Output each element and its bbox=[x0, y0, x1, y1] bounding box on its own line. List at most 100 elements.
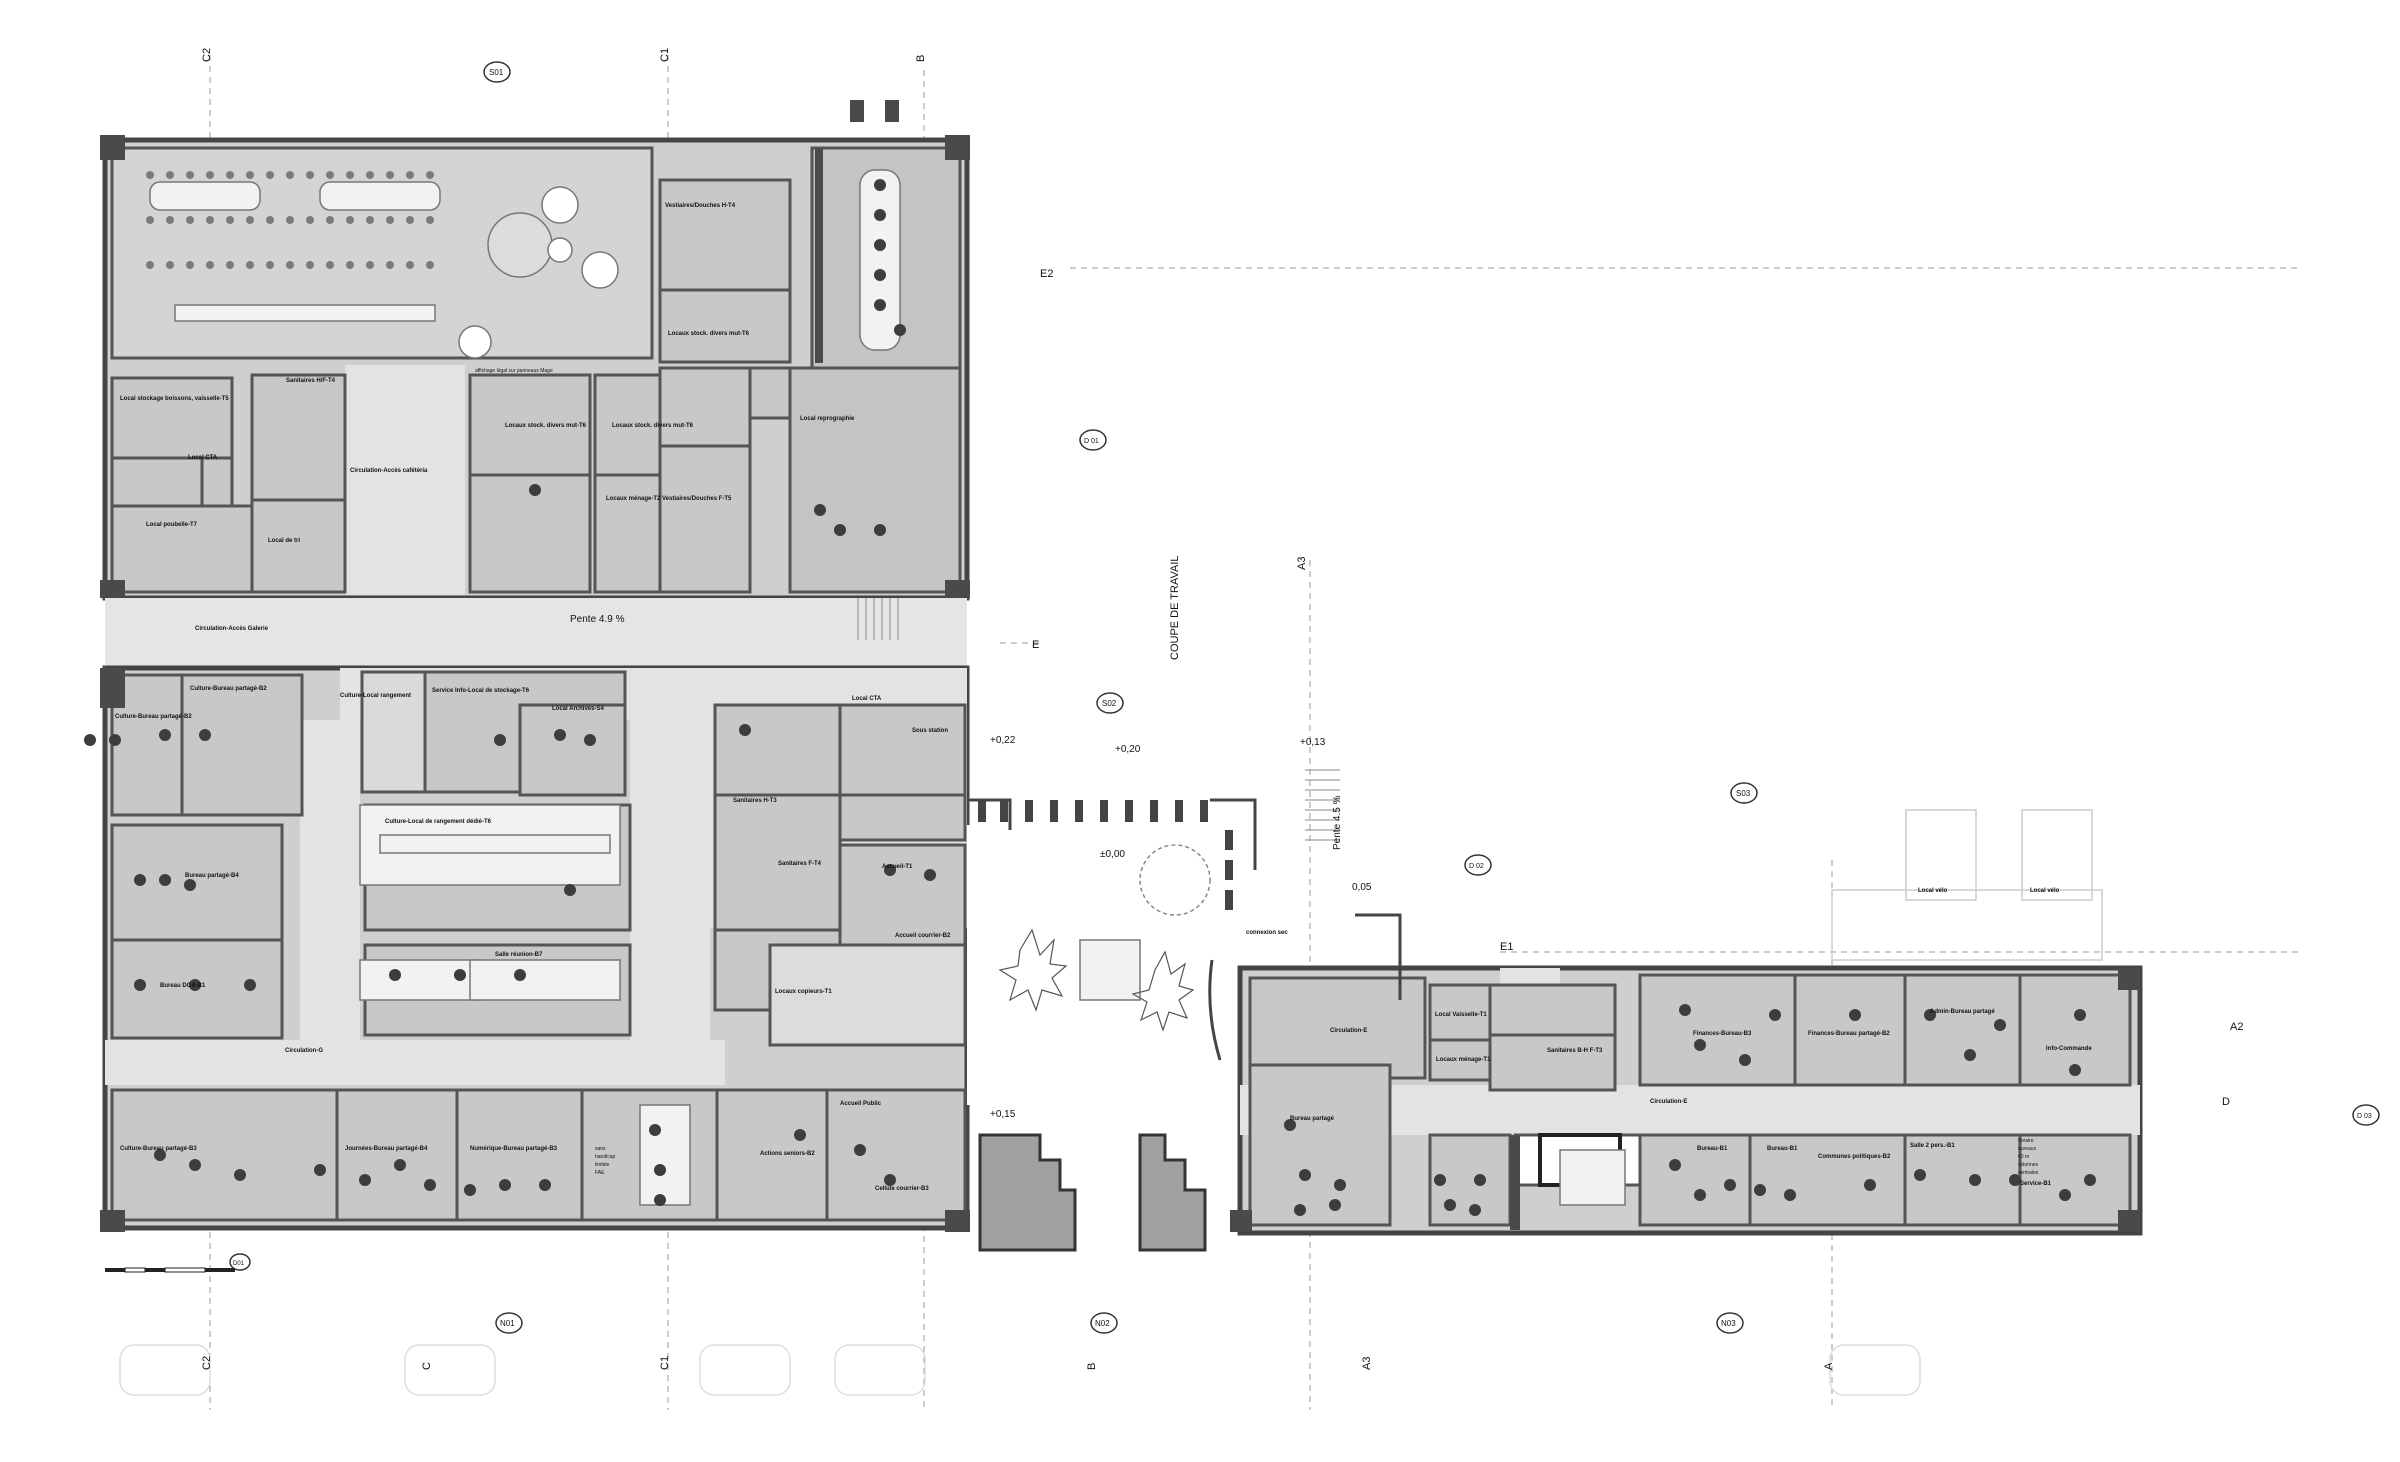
note-line-0: horaire bbox=[2018, 1138, 2034, 1144]
chair-dot bbox=[146, 261, 154, 269]
chair-dot bbox=[166, 171, 174, 179]
axis-bottom-a3: A3 bbox=[1361, 1357, 1373, 1370]
workstation-dot bbox=[874, 209, 886, 221]
chair-dot bbox=[266, 261, 274, 269]
workstation-dot bbox=[529, 484, 541, 496]
workstation-dot bbox=[1694, 1039, 1706, 1051]
level-015: +0,15 bbox=[990, 1109, 1016, 1120]
chair-dot bbox=[326, 171, 334, 179]
axis-top-b: B bbox=[915, 55, 927, 62]
room-sanitaires-mhf: Sanitaires B-H F-T3 bbox=[1547, 1048, 1603, 1054]
room-local-velo-a: Local vélo bbox=[1918, 888, 1948, 894]
room-local-velo-b: Local vélo bbox=[2030, 888, 2060, 894]
workstation-dot bbox=[739, 724, 751, 736]
workstation-dot bbox=[199, 729, 211, 741]
section-s02: S02 bbox=[1102, 699, 1117, 708]
room-locaux-stock-c: Locaux stock. divers mut-T6 bbox=[668, 331, 750, 337]
ghost-structures bbox=[1831, 809, 2103, 961]
chair-dot bbox=[346, 171, 354, 179]
room-finances-b2: Finances-Bureau partagé-B2 bbox=[1808, 1031, 1890, 1037]
section-markers bbox=[229, 61, 2380, 1334]
axis-e1: E1 bbox=[1500, 941, 1513, 953]
section-d03: D 03 bbox=[2357, 1113, 2372, 1120]
chair-dot bbox=[286, 261, 294, 269]
workstation-dot bbox=[494, 734, 506, 746]
room-salle-2: Salle 2 pers.-B1 bbox=[1910, 1143, 1955, 1149]
section-label: COUPE DE TRAVAIL bbox=[1169, 555, 1181, 660]
chair-dot bbox=[286, 216, 294, 224]
chair-dot bbox=[366, 261, 374, 269]
chair-dot bbox=[206, 171, 214, 179]
workstation-dot bbox=[654, 1164, 666, 1176]
room-circulation-e2: Circulation-E bbox=[1650, 1099, 1687, 1105]
workstation-dot bbox=[874, 524, 886, 536]
chair-dot bbox=[226, 261, 234, 269]
section-d02: D 02 bbox=[1469, 863, 1484, 870]
room-local-vaisselle: Local Vaisselle-T1 bbox=[1435, 1012, 1487, 1018]
section-n02: N02 bbox=[1095, 1319, 1110, 1328]
chair-dot bbox=[326, 216, 334, 224]
chair-dot bbox=[186, 216, 194, 224]
workstation-dot bbox=[1299, 1169, 1311, 1181]
room-accueil-public: Accueil Public bbox=[840, 1101, 882, 1107]
workstation-dot bbox=[1434, 1174, 1446, 1186]
room-journees-b4: Journées-Bureau partagé-B4 bbox=[345, 1146, 428, 1152]
axis-e2: E2 bbox=[1040, 268, 1053, 280]
labels: C2 C1 B C2 C C1 B A3 A E2 E E1 A2 D A3 S… bbox=[115, 48, 2372, 1370]
axis-bottom-c1: C1 bbox=[659, 1356, 671, 1370]
workstation-dot bbox=[234, 1169, 246, 1181]
room-actions-seniors: Actions seniors-B2 bbox=[760, 1151, 815, 1157]
axis-bottom-a: A bbox=[1823, 1362, 1835, 1370]
workstation-dot bbox=[2084, 1174, 2096, 1186]
chair-dot bbox=[426, 261, 434, 269]
chair-dot bbox=[166, 216, 174, 224]
workstation-dot bbox=[554, 729, 566, 741]
workstation-dot bbox=[564, 884, 576, 896]
workstation-dot bbox=[109, 734, 121, 746]
axis-bottom-c2: C2 bbox=[201, 1356, 213, 1370]
workstation-dot bbox=[189, 1159, 201, 1171]
axis-bottom-b: B bbox=[1086, 1363, 1098, 1370]
chair-dot bbox=[286, 171, 294, 179]
room-sous-station: Sous station bbox=[912, 728, 948, 734]
workstation-dot bbox=[1969, 1174, 1981, 1186]
chair-dot bbox=[226, 171, 234, 179]
room-sanitaires-f: Sanitaires F-T4 bbox=[778, 861, 822, 867]
workstation-dot bbox=[834, 524, 846, 536]
room-local-archives: Local Archives-S4 bbox=[552, 706, 604, 712]
workstation-dot bbox=[1284, 1119, 1296, 1131]
workstation-dot bbox=[854, 1144, 866, 1156]
room-circulation-galerie: Circulation-Accès Galerie bbox=[195, 626, 269, 632]
stair-steps bbox=[857, 598, 1340, 841]
room-cellule: Cellule courrier-B3 bbox=[875, 1186, 929, 1192]
workstation-dot bbox=[874, 179, 886, 191]
chair-dot bbox=[246, 261, 254, 269]
workstation-dot bbox=[2059, 1189, 2071, 1201]
rooms-south bbox=[110, 670, 967, 1222]
room-circulation-g: Circulation-G bbox=[285, 1048, 323, 1054]
workstation-dot bbox=[464, 1184, 476, 1196]
room-locaux-menage: Locaux ménage-T2 bbox=[606, 496, 661, 502]
workstation-dot bbox=[924, 869, 936, 881]
room-locaux-stock-b: Locaux stock. divers mut-T6 bbox=[612, 423, 694, 429]
workstation-dot bbox=[539, 1179, 551, 1191]
furniture-tables bbox=[149, 169, 1626, 1206]
note-left-0: sans bbox=[595, 1146, 606, 1152]
workstation-dot bbox=[1864, 1179, 1876, 1191]
section-d01: D 01 bbox=[1084, 438, 1099, 445]
room-local-copieurs: Locaux copieurs-T1 bbox=[775, 989, 832, 995]
chair-dot bbox=[426, 216, 434, 224]
axis-e: E bbox=[1032, 639, 1039, 651]
workstation-dot bbox=[389, 969, 401, 981]
room-locaux-stock: Locaux stock. divers mut-T6 bbox=[505, 423, 587, 429]
workstation-dot bbox=[1469, 1204, 1481, 1216]
section-s03: S03 bbox=[1736, 789, 1751, 798]
room-bureau-partage-b4: Bureau partagé-B4 bbox=[185, 873, 239, 879]
level-020: +0,20 bbox=[1115, 744, 1141, 755]
workstation-dot bbox=[1769, 1009, 1781, 1021]
workstation-dot bbox=[1329, 1199, 1341, 1211]
workstation-dot bbox=[884, 864, 896, 876]
chair-dot bbox=[246, 171, 254, 179]
room-local-stockage: Local stockage boissons, vaisselle-T5 bbox=[120, 396, 229, 402]
chair-dot bbox=[366, 216, 374, 224]
